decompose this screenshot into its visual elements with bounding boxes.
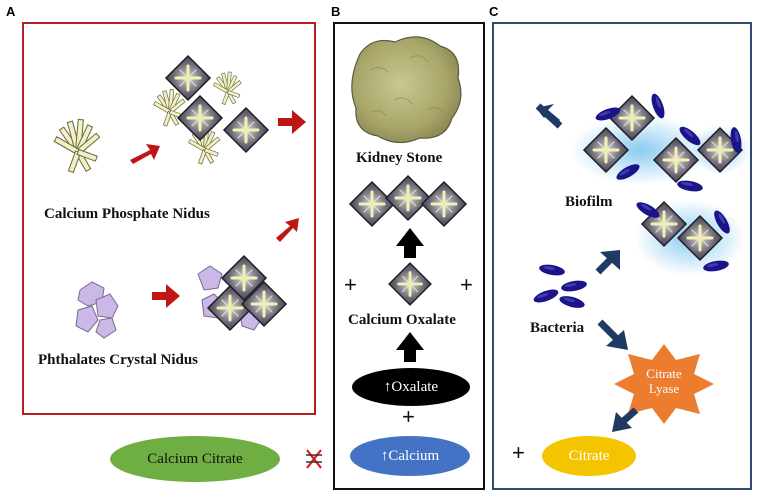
calcium-citrate-blocked-x <box>306 449 322 469</box>
calcium-oxalate-label: Calcium Oxalate <box>348 312 456 328</box>
citrate-pill-label: Citrate <box>568 447 610 464</box>
plus-middle: + <box>402 404 415 429</box>
phthalates-nidus <box>75 281 119 339</box>
citrate-lyase-label: Citrate Lyase <box>646 366 682 396</box>
black-arrow-up-1 <box>396 228 424 258</box>
red-arrow-4 <box>152 284 180 308</box>
black-arrow-up-2 <box>396 332 424 362</box>
panel-c-frame <box>492 22 752 490</box>
oxalate-pill: ↑Oxalate <box>352 368 470 406</box>
bacteria-cluster <box>532 262 588 311</box>
biofilm-label: Biofilm <box>565 194 613 210</box>
crystal-cluster-phthalates <box>197 254 288 332</box>
panel-letter-c: C <box>489 4 499 19</box>
panel-letter-b: B <box>331 4 341 19</box>
calcium-phosphate-nidus-label: Calcium Phosphate Nidus <box>44 206 210 222</box>
panel-letter-a: A <box>6 4 16 19</box>
navy-arrow-down-right <box>597 319 628 350</box>
red-arrow-2 <box>278 110 306 134</box>
red-arrow-1 <box>130 144 160 164</box>
phthalates-crystal-nidus-label: Phthalates Crystal Nidus <box>38 352 199 368</box>
navy-arrow-down-left <box>612 407 639 432</box>
citrate-lyase-star <box>614 344 714 424</box>
calcium-pill-label: ↑Calcium <box>380 447 440 464</box>
biofilm <box>570 92 750 276</box>
calcium-citrate-label: Calcium Citrate <box>147 450 243 467</box>
citrate-pill: Citrate <box>542 436 636 476</box>
plus-left: + <box>344 272 357 297</box>
navy-arrow-up-right <box>595 250 620 275</box>
crystal-cluster-phosphate <box>153 54 270 165</box>
kidney-stone-label: Kidney Stone <box>356 150 443 166</box>
panel-a-frame <box>22 22 316 415</box>
calcium-pill: ↑Calcium <box>350 436 470 476</box>
panel-b-frame <box>333 22 485 490</box>
phosphate-nidus-needles <box>53 118 101 173</box>
bacteria-label: Bacteria <box>530 320 585 336</box>
kidney-stone <box>351 36 462 144</box>
red-arrow-3 <box>276 218 299 242</box>
plus-right: + <box>460 272 473 297</box>
oxalate-pill-label: ↑Oxalate <box>383 378 439 395</box>
oxalate-crystal-single <box>387 261 433 307</box>
plus-citrate: + <box>512 440 525 465</box>
oxalate-crystal-cluster <box>348 174 468 228</box>
calcium-citrate-pill: Calcium Citrate <box>110 436 280 482</box>
navy-arrow-out <box>535 103 563 129</box>
